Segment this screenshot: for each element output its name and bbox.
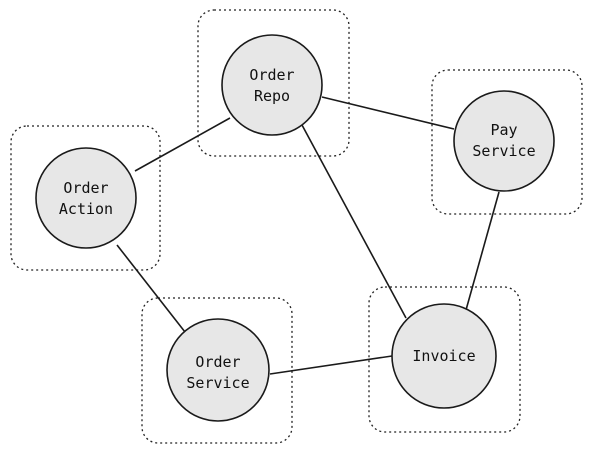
node-label-order-repo: Order bbox=[249, 66, 294, 84]
cluster-box-order-repo bbox=[197, 9, 350, 157]
node-label-order-repo-line2: Repo bbox=[254, 87, 290, 105]
edge-order-repo-invoice bbox=[301, 124, 407, 319]
node-label-order-action-line2: Action bbox=[59, 200, 113, 218]
node-label-order-service: Order bbox=[195, 353, 240, 371]
edge-order-service-invoice bbox=[269, 355, 393, 375]
edge-order-repo-pay-service bbox=[321, 96, 455, 130]
node-invoice[interactable]: Invoice bbox=[391, 303, 497, 409]
edge-order-repo-order-action bbox=[134, 117, 231, 172]
node-pay-service[interactable]: Pay Service bbox=[453, 90, 555, 192]
node-label-pay-service: Pay bbox=[490, 121, 517, 139]
edge-pay-service-invoice bbox=[465, 191, 500, 311]
node-label-order-action: Order bbox=[63, 179, 108, 197]
node-circle-order-repo bbox=[221, 34, 323, 136]
node-circle-pay-service bbox=[453, 90, 555, 192]
node-label-invoice: Invoice bbox=[412, 347, 475, 365]
edges bbox=[116, 96, 500, 375]
node-circle-invoice bbox=[391, 303, 497, 409]
cluster-box-order-action bbox=[10, 125, 161, 271]
node-circle-order-action bbox=[35, 147, 137, 249]
cluster-box-invoice bbox=[368, 286, 521, 433]
node-order-repo[interactable]: Order Repo bbox=[221, 34, 323, 136]
node-circle-order-service bbox=[166, 318, 270, 422]
node-label-order-service-line2: Service bbox=[186, 374, 249, 392]
node-order-action[interactable]: Order Action bbox=[35, 147, 137, 249]
cluster-box-order-service bbox=[141, 297, 293, 444]
node-label-pay-service-line2: Service bbox=[472, 142, 535, 160]
node-order-service[interactable]: Order Service bbox=[166, 318, 270, 422]
edge-order-action-order-service bbox=[116, 244, 186, 333]
